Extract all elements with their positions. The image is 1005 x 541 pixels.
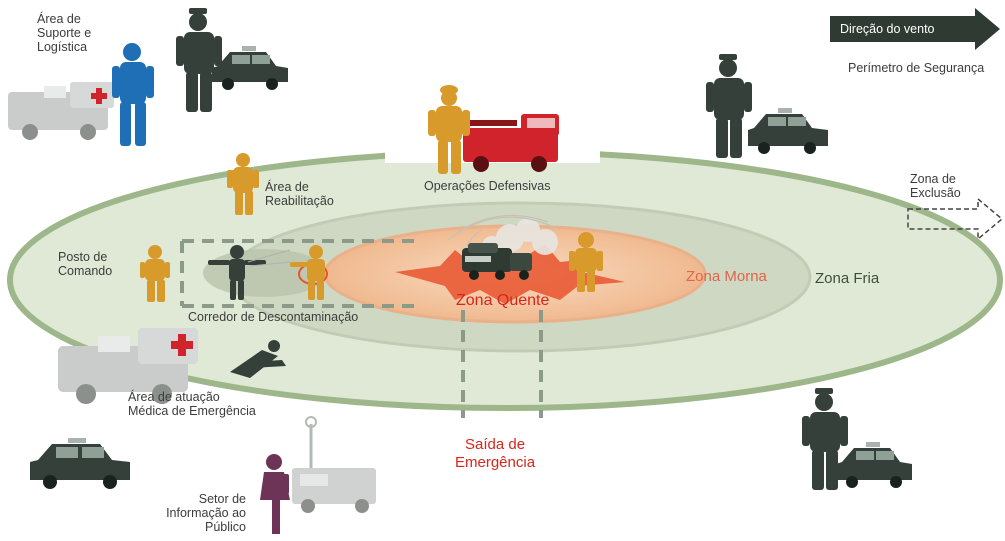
police-officer-icon (802, 388, 848, 490)
police-car-icon (836, 442, 912, 488)
firefighter-icon (569, 232, 603, 292)
cold-zone-label: Zona Fria (815, 270, 880, 287)
tanker-truck-icon (462, 243, 532, 280)
security-perimeter-label: Perímetro de Segurança (848, 61, 985, 75)
ambulance-icon (58, 328, 198, 404)
police-car-icon (30, 438, 130, 489)
warm-zone-label: Zona Morna (686, 268, 767, 285)
blue-responder-icon (112, 43, 154, 146)
wind-arrow-icon (830, 8, 1000, 50)
hot-zone-label: Zona Quente (456, 292, 550, 309)
police-officer-icon (706, 54, 752, 158)
emergency-exit-path (461, 310, 543, 418)
hot-zone (323, 214, 707, 324)
medical-area-label: Área de atuação Médica de Emergência (128, 390, 256, 418)
communication-mast-truck-icon (292, 416, 376, 513)
wind-direction-indicator: Direção do vento (830, 14, 998, 44)
support-area-label: Área de Suporte e Logística (37, 12, 92, 54)
firefighter-icon (290, 245, 325, 300)
exclusion-zone-label: Zona de Exclusão (910, 172, 961, 200)
public-info-person-icon (260, 454, 290, 534)
firefighter-icon (428, 85, 470, 174)
exclusion-arrow-icon (907, 197, 1004, 241)
emergency-exit-label: Saída de Emergência (455, 436, 536, 471)
command-post-label: Posto de Comando (58, 250, 113, 278)
police-car-icon (748, 108, 828, 154)
decon-corridor-label: Corredor de Descontaminação (188, 310, 359, 324)
defensive-operations-label: Operações Defensivas (424, 179, 551, 193)
firefighter-icon (140, 245, 170, 302)
rehabilitation-area-label: Área de Reabilitação (265, 180, 334, 208)
public-info-sector-label: Setor de Informação ao Público (166, 492, 246, 534)
explosion-icon (395, 244, 625, 304)
fire-truck-icon (463, 114, 559, 172)
police-car-icon (212, 46, 288, 90)
ambulance-icon (8, 82, 114, 140)
injured-person-icon (230, 340, 286, 378)
police-officer-icon (176, 8, 222, 112)
decon-corridor (180, 239, 418, 308)
wind-direction-label: Direção do vento (840, 22, 935, 36)
firefighter-icon (227, 153, 259, 215)
